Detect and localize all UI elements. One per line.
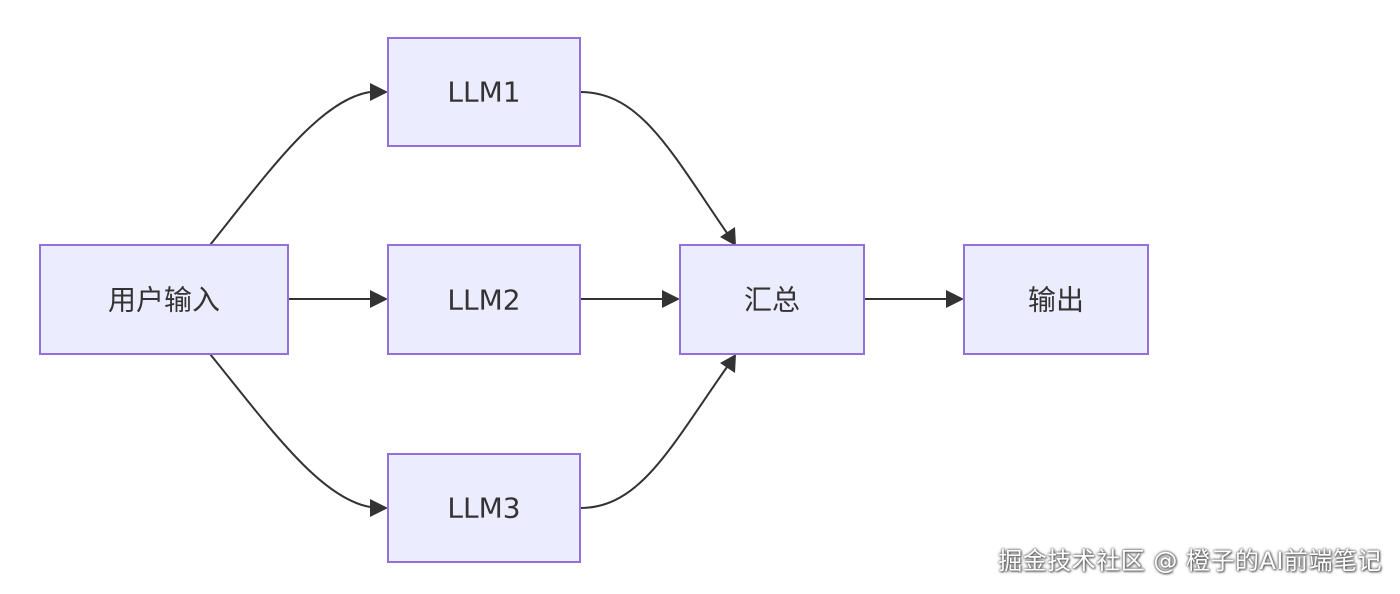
node-llm1: LLM1 <box>387 37 581 147</box>
edge-input-llm1 <box>209 91 371 246</box>
arrow-head-output <box>946 290 964 308</box>
edge-input-llm3 <box>209 353 371 508</box>
node-llm1-label: LLM1 <box>447 76 520 109</box>
edge-llm3-aggregate <box>579 366 728 509</box>
arrow-head-llm2 <box>370 290 388 308</box>
arrow-head-aggregate-bottom <box>720 354 736 373</box>
arrow-head-llm1 <box>370 83 388 101</box>
node-output: 输出 <box>963 244 1149 355</box>
node-llm3-label: LLM3 <box>447 492 520 525</box>
edges <box>209 83 964 517</box>
node-llm3: LLM3 <box>387 453 581 563</box>
node-aggregate: 汇总 <box>679 244 865 355</box>
node-output-label: 输出 <box>1028 284 1084 317</box>
arrow-head-aggregate-mid <box>662 290 680 308</box>
watermark: 掘金技术社区 @ 橙子的AI前端笔记 <box>998 547 1382 575</box>
arrow-head-llm3 <box>370 499 388 517</box>
node-llm2: LLM2 <box>387 244 581 355</box>
node-input: 用户输入 <box>39 244 289 355</box>
arrow-head-aggregate-top <box>720 227 736 246</box>
node-aggregate-label: 汇总 <box>744 284 800 317</box>
node-input-label: 用户输入 <box>108 284 220 317</box>
node-llm2-label: LLM2 <box>447 284 520 317</box>
edge-llm1-aggregate <box>579 91 728 234</box>
